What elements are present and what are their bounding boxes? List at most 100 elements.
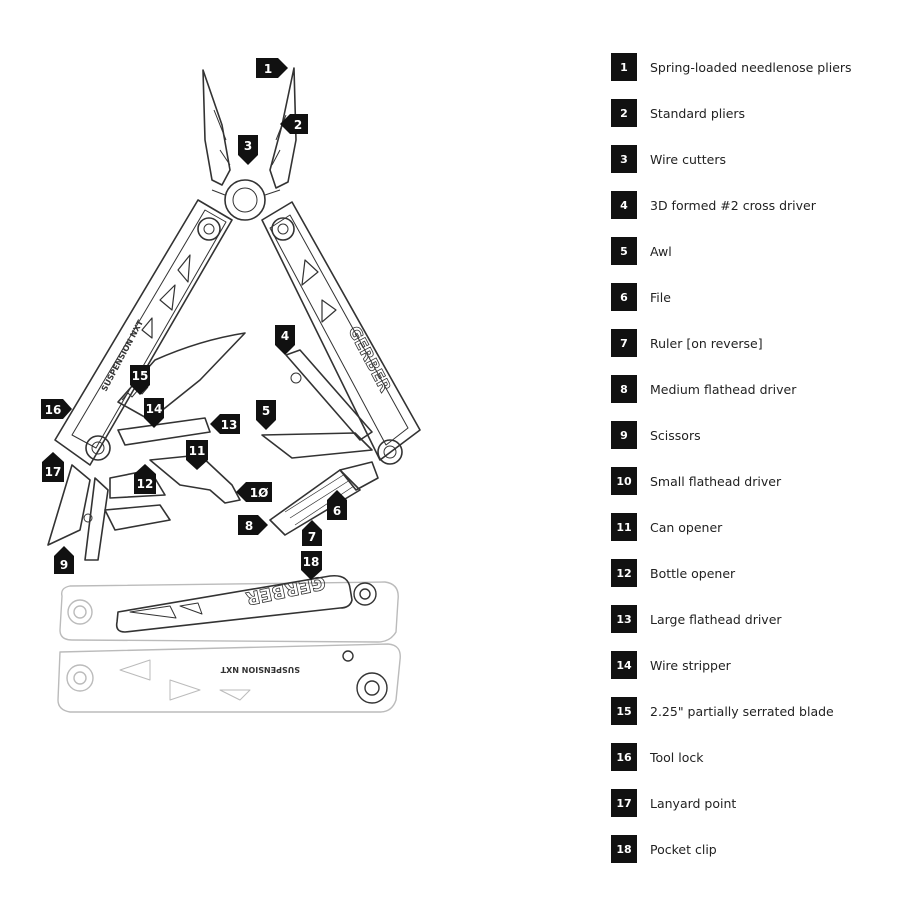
- awl: [261, 432, 373, 459]
- svg-text:9: 9: [60, 558, 68, 572]
- legend-item: 11 Can opener: [611, 513, 722, 541]
- callouts: 1 2 3 4 5 6 7: [41, 58, 347, 580]
- legend-number-badge: 9: [611, 421, 637, 449]
- svg-text:17: 17: [45, 465, 62, 479]
- legend-item: 6 File: [611, 283, 671, 311]
- legend-label: Bottle opener: [650, 565, 736, 581]
- model-engraving-closed: SUSPENSION NXT: [220, 665, 300, 674]
- legend-label: Ruler [on reverse]: [650, 335, 763, 351]
- callout-15: 15: [130, 365, 150, 395]
- legend-item: 1 Spring-loaded needlenose pliers: [611, 53, 852, 81]
- legend-item: 10 Small flathead driver: [611, 467, 781, 495]
- svg-text:7: 7: [308, 530, 316, 544]
- svg-text:2: 2: [294, 118, 302, 132]
- legend-label: Wire stripper: [650, 657, 731, 673]
- legend-item: 3 Wire cutters: [611, 145, 726, 173]
- callout-17: 17: [42, 452, 64, 482]
- medium-flathead-driver: [339, 461, 379, 491]
- callout-7: 7: [302, 520, 322, 546]
- svg-text:3: 3: [244, 139, 252, 153]
- legend-number-badge: 16: [611, 743, 637, 771]
- legend-item: 8 Medium flathead driver: [611, 375, 796, 403]
- legend-label: Standard pliers: [650, 105, 746, 121]
- legend-item: 14 Wire stripper: [611, 651, 731, 679]
- callout-12: 12: [134, 464, 156, 494]
- left-handle: [54, 199, 233, 466]
- serrated-blade: [117, 332, 246, 421]
- callout-2: 2: [280, 114, 308, 134]
- legend-number-badge: 18: [611, 835, 637, 863]
- legend-item: 9 Scissors: [611, 421, 701, 449]
- file: [269, 469, 361, 536]
- legend-number-badge: 6: [611, 283, 637, 311]
- svg-text:1Ø: 1Ø: [250, 486, 269, 500]
- callout-18: 18: [301, 551, 322, 580]
- legend-label: Awl: [650, 243, 672, 259]
- callout-9: 9: [54, 546, 74, 574]
- legend-label: 3D formed #2 cross driver: [650, 197, 816, 213]
- legend-label: Wire cutters: [650, 151, 727, 167]
- legend-item: 15 2.25" partially serrated blade: [611, 697, 834, 725]
- callout-10: 1Ø: [236, 482, 272, 502]
- closed-bottom-half: [57, 643, 401, 713]
- legend-item: 7 Ruler [on reverse]: [611, 329, 763, 357]
- cross-driver: [285, 349, 373, 441]
- legend-label: Lanyard point: [650, 795, 737, 811]
- open-multitool: [47, 67, 421, 561]
- legend-item: 2 Standard pliers: [611, 99, 745, 127]
- legend-number-badge: 8: [611, 375, 637, 403]
- legend-label: Scissors: [650, 427, 701, 443]
- legend-item: 5 Awl: [611, 237, 672, 265]
- legend-number-badge: 12: [611, 559, 637, 587]
- legend-item: 13 Large flathead driver: [611, 605, 782, 633]
- brand-engraving-closed: GERBER: [244, 571, 328, 608]
- legend-item: 18 Pocket clip: [611, 835, 717, 863]
- pocket-clip: [115, 574, 353, 633]
- legend-number-badge: 13: [611, 605, 637, 633]
- legend-number-badge: 17: [611, 789, 637, 817]
- large-flathead-driver: [117, 417, 211, 446]
- legend-number-badge: 4: [611, 191, 637, 219]
- callout-16: 16: [41, 399, 72, 419]
- legend-label: Large flathead driver: [650, 611, 782, 627]
- brand-engraving-open: GERBER: [344, 323, 394, 395]
- legend-number-badge: 15: [611, 697, 637, 725]
- legend-label: Small flathead driver: [650, 473, 782, 489]
- right-handle: [261, 201, 421, 461]
- legend-label: File: [650, 289, 671, 305]
- closed-multitool: [57, 574, 401, 713]
- legend-number-badge: 2: [611, 99, 637, 127]
- legend-number-badge: 11: [611, 513, 637, 541]
- svg-text:6: 6: [333, 504, 341, 518]
- svg-text:18: 18: [303, 555, 320, 569]
- needlenose-jaw-left: [202, 69, 231, 186]
- svg-text:11: 11: [189, 444, 206, 458]
- svg-text:5: 5: [262, 404, 270, 418]
- callout-1: 1: [256, 58, 288, 78]
- legend-item: 12 Bottle opener: [611, 559, 735, 587]
- svg-text:8: 8: [245, 519, 253, 533]
- svg-text:4: 4: [281, 329, 289, 343]
- legend-label: Spring-loaded needlenose pliers: [650, 59, 852, 75]
- callout-3: 3: [238, 135, 258, 165]
- legend-label: Medium flathead driver: [650, 381, 797, 397]
- legend-item: 17 Lanyard point: [611, 789, 736, 817]
- callout-11: 11: [186, 440, 208, 470]
- svg-text:15: 15: [132, 369, 149, 383]
- plier-pivot: [224, 179, 266, 221]
- legend-label: Pocket clip: [650, 841, 717, 857]
- legend-label: Tool lock: [650, 749, 704, 765]
- closed-top-half: [59, 581, 399, 643]
- svg-text:1: 1: [264, 62, 272, 76]
- callout-4: 4: [275, 325, 295, 355]
- legend-number-badge: 3: [611, 145, 637, 173]
- legend-number-badge: 7: [611, 329, 637, 357]
- legend-label: Can opener: [650, 519, 723, 535]
- scissors: [47, 464, 109, 561]
- svg-text:12: 12: [137, 477, 154, 491]
- legend-number-badge: 5: [611, 237, 637, 265]
- legend-label: 2.25" partially serrated blade: [650, 703, 834, 719]
- svg-text:14: 14: [146, 402, 163, 416]
- legend-item: 16 Tool lock: [611, 743, 704, 771]
